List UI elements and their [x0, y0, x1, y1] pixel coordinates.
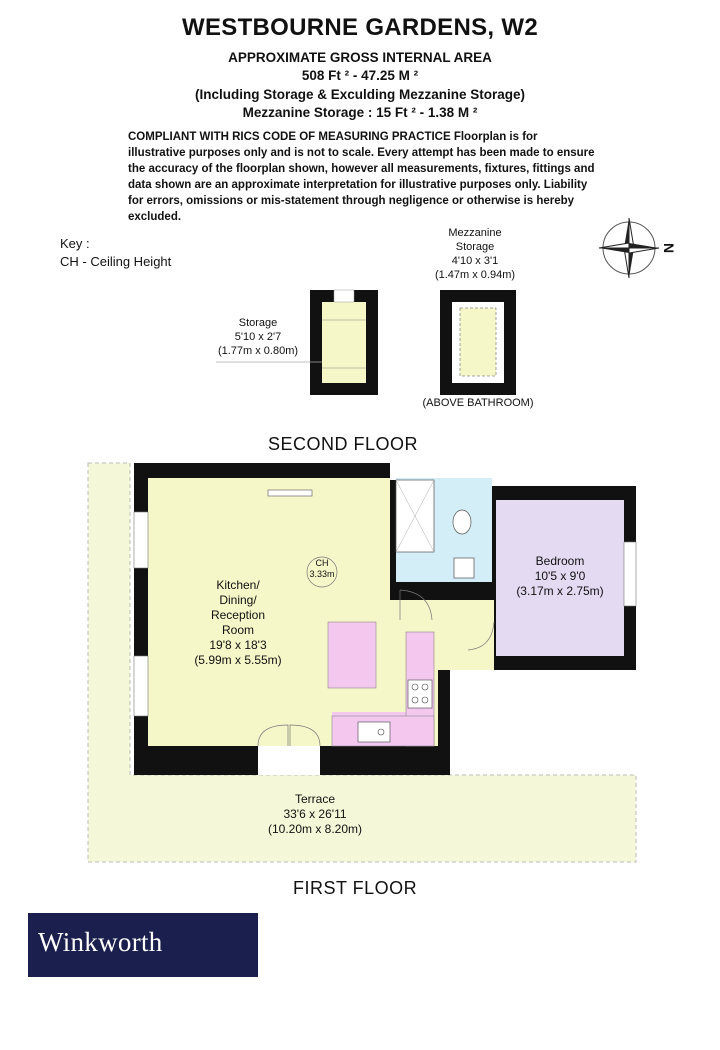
kitchen-label-2: Dining/ — [219, 593, 257, 607]
kitchen-label-3: Reception — [210, 608, 266, 622]
kitchen-metric: (5.99m x 5.55m) — [194, 653, 282, 667]
kitchen-label-1: Kitchen/ — [216, 578, 260, 592]
mezzanine-label-1: Mezzanine — [448, 227, 502, 239]
logo-text: Winkworth — [38, 927, 163, 957]
page-title: WESTBOURNE GARDENS, W2 — [182, 14, 538, 41]
area-note: (Including Storage & Exculding Mezzanine… — [194, 87, 526, 102]
hall — [438, 600, 495, 670]
bedroom-metric: (3.17m x 2.75m) — [516, 584, 604, 598]
compass-icon — [598, 217, 660, 279]
ceiling-label: CH — [315, 558, 329, 568]
terrace-area — [87, 462, 637, 863]
storage-metric: (1.77m x 0.80m) — [217, 345, 299, 357]
disclaimer-text: COMPLIANT WITH RICS CODE OF MEASURING PR… — [128, 131, 595, 223]
terrace-metric: (10.20m x 8.20m) — [267, 822, 363, 836]
area-total: 508 Ft ² - 47.25 M ² — [301, 68, 419, 83]
key-entry: CH - Ceiling Height — [60, 254, 172, 269]
bedroom-imperial: 10'5 x 9'0 — [534, 569, 586, 583]
mezzanine-metric: (1.47m x 0.94m) — [434, 269, 516, 281]
kitchen-label-4: Room — [221, 623, 254, 637]
ceiling-value: 3.33m — [309, 569, 335, 579]
first-floor-label: FIRST FLOOR — [293, 878, 418, 898]
winkworth-logo: Winkworth — [28, 913, 258, 977]
mezzanine-note: (ABOVE BATHROOM) — [422, 397, 534, 409]
terrace-imperial: 33'6 x 26'11 — [283, 807, 347, 821]
area-heading: APPROXIMATE GROSS INTERNAL AREA — [228, 50, 492, 65]
bathroom — [395, 478, 492, 582]
storage-room — [310, 289, 378, 395]
mezzanine-area: Mezzanine Storage : 15 Ft ² - 1.38 M ² — [242, 105, 478, 120]
key-title: Key : — [60, 236, 90, 251]
storage-label: Storage — [238, 317, 278, 329]
mezzanine-label-2: Storage — [455, 241, 495, 253]
second-floor-label: SECOND FLOOR — [268, 434, 419, 454]
terrace-label: Terrace — [294, 792, 335, 806]
ceiling-height-marker — [306, 556, 338, 588]
mezzanine-storage — [440, 290, 516, 395]
storage-imperial: 5'10 x 2'7 — [234, 331, 282, 343]
bedroom — [496, 500, 637, 656]
mezzanine-imperial: 4'10 x 3'1 — [451, 255, 499, 267]
north-label: N — [661, 242, 678, 254]
kitchen-imperial: 19'8 x 18'3 — [209, 638, 267, 652]
kitchen-dining-reception — [133, 478, 438, 747]
bedroom-label: Bedroom — [535, 554, 585, 568]
french-doors — [257, 724, 321, 775]
